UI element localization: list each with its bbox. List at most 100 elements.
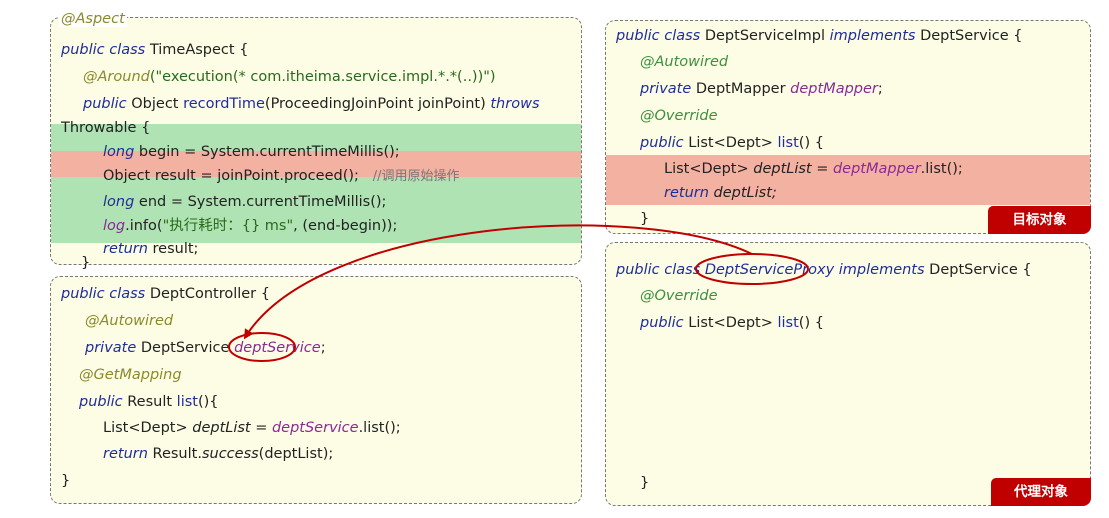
begin-statement: begin = System.currentTimeMillis(); bbox=[138, 144, 400, 160]
controller-method-type: Result bbox=[127, 394, 173, 410]
end-long-keyword: long bbox=[103, 194, 135, 210]
log-object: log bbox=[103, 218, 126, 234]
impl-field-type: DeptMapper bbox=[695, 81, 786, 97]
proxy-implements-keyword: implements bbox=[838, 262, 925, 278]
controller-service-ref: deptService bbox=[271, 420, 359, 436]
impl-body2-line: return deptList; bbox=[606, 180, 1090, 206]
impl-class-keyword: public class bbox=[616, 28, 701, 44]
controller-class-keyword: public class bbox=[61, 286, 146, 302]
method-parameters: (ProceedingJoinPoint joinPoint) bbox=[264, 96, 486, 112]
controller-return-keyword: return bbox=[103, 446, 148, 462]
impl-private-keyword: private bbox=[640, 81, 692, 97]
proxy-closing-line: } bbox=[606, 470, 1090, 496]
dept-service-proxy-panel: public class DeptServiceProxy implements… bbox=[605, 242, 1091, 506]
proxy-method-type: List<Dept> bbox=[688, 315, 773, 331]
impl-return-keyword: return bbox=[664, 185, 709, 201]
impl-list-var: deptList = bbox=[753, 161, 829, 177]
impl-list-call: .list(); bbox=[920, 161, 963, 177]
begin-long-keyword: long bbox=[103, 144, 135, 160]
proxy-interface-name: DeptService { bbox=[929, 262, 1032, 278]
proxy-method-end: () { bbox=[798, 315, 824, 331]
impl-field-end: ; bbox=[877, 81, 883, 97]
impl-method-end: () { bbox=[798, 135, 824, 151]
log-args: , (end-begin)); bbox=[293, 218, 398, 234]
controller-method-public: public bbox=[79, 394, 123, 410]
controller-class-line: public class DeptController { bbox=[51, 281, 581, 307]
impl-class-name: DeptServiceImpl bbox=[704, 28, 826, 44]
impl-return-value: deptList; bbox=[713, 185, 777, 201]
aspect-annotation-line: @Aspect bbox=[51, 6, 581, 32]
controller-private-keyword: private bbox=[85, 340, 137, 356]
aspect-class-name: TimeAspect { bbox=[149, 42, 249, 58]
aspect-class-line: public class TimeAspect { bbox=[51, 37, 581, 63]
aspect-closing-line: } bbox=[51, 256, 581, 270]
proxy-class-name: DeptServiceProxy bbox=[704, 262, 835, 278]
controller-autowired-annotation: @Autowired bbox=[85, 313, 174, 329]
impl-override-annotation: @Override bbox=[640, 108, 718, 124]
proxy-method-public: public bbox=[640, 315, 684, 331]
controller-success-method: success bbox=[201, 446, 259, 462]
highlight-proceed-call bbox=[51, 151, 581, 177]
controller-method-name: list bbox=[176, 394, 198, 410]
controller-closing-brace: } bbox=[61, 473, 71, 489]
impl-body1-line: List<Dept> deptList = deptMapper.list(); bbox=[606, 156, 1090, 182]
throws-keyword: throws bbox=[490, 96, 540, 112]
target-object-tag: 目标对象 bbox=[988, 206, 1091, 234]
highlight-target-body bbox=[606, 155, 1090, 205]
aspect-throwable-line: Throwable { bbox=[51, 115, 581, 141]
impl-list-type: List<Dept> bbox=[664, 161, 749, 177]
impl-interface-name: DeptService { bbox=[920, 28, 1023, 44]
impl-autowired-annotation: @Autowired bbox=[640, 54, 729, 70]
impl-field-line: private DeptMapper deptMapper; bbox=[606, 76, 1090, 102]
method-return-type: Object bbox=[131, 96, 179, 112]
controller-list-type: List<Dept> bbox=[103, 420, 188, 436]
method-name-recordtime: recordTime bbox=[183, 96, 265, 112]
proceed-statement: Object result = joinPoint.proceed(); bbox=[103, 168, 359, 184]
proxy-class-line: public class DeptServiceProxy implements… bbox=[606, 257, 1090, 283]
proxy-method-closing-brace: } bbox=[640, 475, 650, 491]
controller-method-end: (){ bbox=[197, 394, 219, 410]
throwable-text: Throwable { bbox=[61, 120, 151, 136]
return-keyword: return bbox=[103, 241, 148, 257]
impl-mapper-ref: deptMapper bbox=[832, 161, 921, 177]
end-statement: end = System.currentTimeMillis(); bbox=[138, 194, 387, 210]
controller-list-var: deptList = bbox=[192, 420, 268, 436]
controller-field-end: ; bbox=[320, 340, 326, 356]
proxy-override-line: @Override bbox=[606, 283, 1090, 309]
controller-body2-line: return Result.success(deptList); bbox=[51, 441, 581, 467]
aspect-end-line: long end = System.currentTimeMillis(); bbox=[51, 189, 581, 215]
impl-method-closing-brace: } bbox=[640, 211, 650, 227]
getmapping-annotation: @GetMapping bbox=[79, 367, 182, 383]
highlight-before-advice bbox=[51, 124, 581, 151]
aspect-proceed-line: Object result = joinPoint.proceed(); //调… bbox=[51, 163, 581, 189]
time-aspect-panel: @Aspect public class TimeAspect { @Aroun… bbox=[50, 11, 582, 270]
method-public-keyword: public bbox=[83, 96, 127, 112]
dept-service-impl-panel: public class DeptServiceImpl implements … bbox=[605, 20, 1091, 234]
impl-method-name: list bbox=[777, 135, 799, 151]
proxy-method-line: public List<Dept> list() { bbox=[606, 310, 1090, 336]
return-statement: result; bbox=[152, 241, 199, 257]
impl-method-type: List<Dept> bbox=[688, 135, 773, 151]
impl-method-public: public bbox=[640, 135, 684, 151]
controller-list-call: .list(); bbox=[358, 420, 401, 436]
proxy-class-keyword: public class bbox=[616, 262, 701, 278]
impl-method-line: public List<Dept> list() { bbox=[606, 130, 1090, 156]
around-pointcut-expression: ("execution(* com.itheima.service.impl.*… bbox=[149, 69, 496, 85]
aspect-method-signature-line: public Object recordTime(ProceedingJoinP… bbox=[51, 91, 581, 117]
controller-body1-line: List<Dept> deptList = deptService.list()… bbox=[51, 415, 581, 441]
aspect-around-line: @Around("execution(* com.itheima.service… bbox=[51, 64, 581, 90]
proxy-override-annotation: @Override bbox=[640, 288, 718, 304]
controller-success-args: (deptList); bbox=[258, 446, 334, 462]
proxy-object-tag: 代理对象 bbox=[991, 478, 1091, 506]
controller-autowired-line: @Autowired bbox=[51, 308, 581, 334]
controller-getmapping-line: @GetMapping bbox=[51, 362, 581, 388]
around-annotation: @Around bbox=[83, 69, 150, 85]
impl-field-name: deptMapper bbox=[790, 81, 878, 97]
controller-closing-line: } bbox=[51, 468, 581, 494]
impl-autowired-line: @Autowired bbox=[606, 49, 1090, 75]
controller-result-class: Result. bbox=[152, 446, 202, 462]
log-message-string: "执行耗时：{} ms" bbox=[162, 218, 294, 234]
aspect-begin-line: long begin = System.currentTimeMillis(); bbox=[51, 139, 581, 165]
impl-implements-keyword: implements bbox=[829, 28, 916, 44]
aspect-return-line: return result; bbox=[51, 236, 581, 262]
